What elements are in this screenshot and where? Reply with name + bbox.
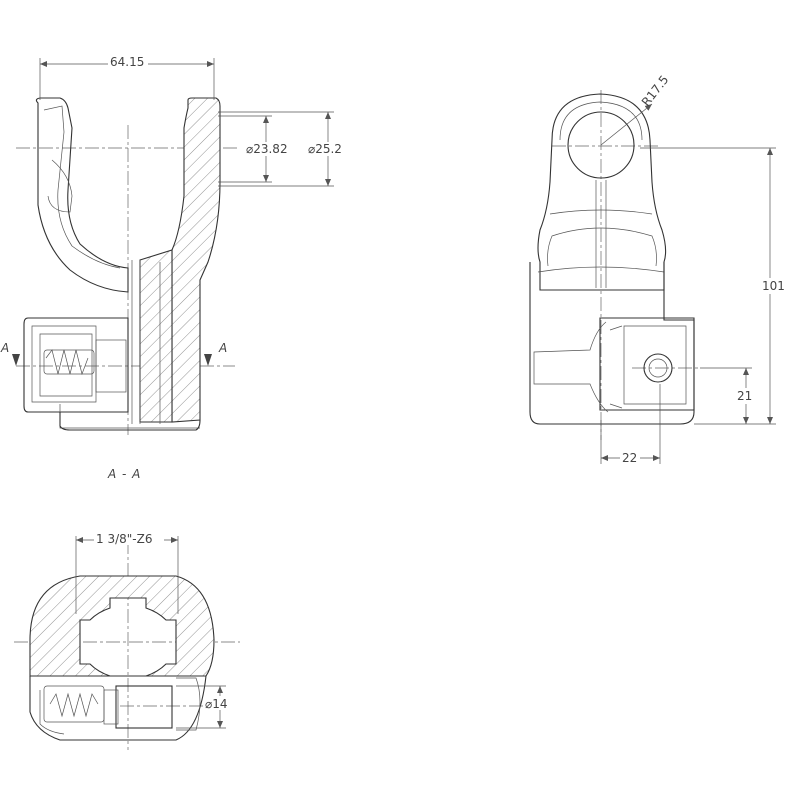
- dim-dia-pin: ⌀14: [205, 697, 228, 711]
- section-marker-right: A: [218, 341, 227, 355]
- section-caption: A - A: [107, 467, 141, 481]
- dim-width-top: 64.15: [110, 55, 144, 69]
- dim-height: 101: [762, 279, 785, 293]
- dim-height-small: 21: [737, 389, 752, 403]
- dim-width-small: 22: [622, 451, 637, 465]
- side-view: R17.5 101 21 22: [529, 73, 785, 465]
- section-marker-left: A: [0, 341, 9, 355]
- dim-spline: 1 3/8"-Z6: [96, 532, 152, 546]
- section-view: A A A - A 64.15 ⌀23.82 ⌀25.2: [0, 54, 346, 481]
- dim-dia-outer: ⌀25.2: [308, 142, 342, 156]
- spline-section: 1 3/8"-Z6 ⌀14: [14, 531, 240, 750]
- dim-dia-inner: ⌀23.82: [246, 142, 288, 156]
- dim-radius: R17.5: [639, 73, 672, 109]
